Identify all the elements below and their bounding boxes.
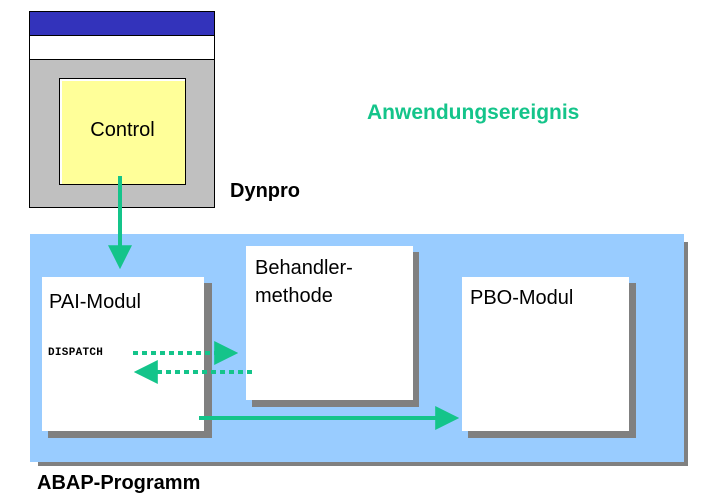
pbo-module-box: [462, 277, 629, 431]
program-label: ABAP-Programm: [37, 472, 201, 494]
handler-method-label-line2: methode: [255, 285, 333, 307]
window-menubar: [30, 36, 214, 60]
handler-method-label-line1: Behandler-: [255, 257, 353, 279]
pai-module-label: PAI-Modul: [49, 291, 141, 313]
control-label: Control: [90, 119, 155, 141]
control-box: [59, 78, 186, 185]
pbo-module-label: PBO-Modul: [470, 287, 574, 309]
event-label: Anwendungsereignis: [367, 101, 580, 124]
dynpro-label: Dynpro: [230, 180, 300, 202]
dispatch-label: DISPATCH: [48, 347, 104, 359]
handler-method-box: [246, 246, 413, 400]
window-titlebar: [30, 12, 214, 36]
pai-module-box: [42, 277, 204, 431]
